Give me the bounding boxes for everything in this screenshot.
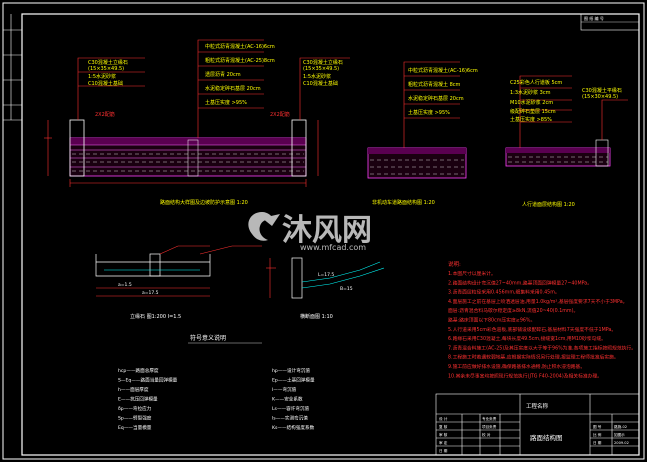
note-line: 路基:路床顶面以下80cm压实度≥96%。 bbox=[448, 317, 535, 324]
right-pavement-section: C25彩色人行道板 5cm 1:3水泥砂浆 3cm M10水泥砂浆 2cm 级配… bbox=[505, 75, 628, 208]
sign-8: 校 对 bbox=[482, 432, 491, 437]
note-line: 2.路面结构设计弯沉值27~40mm,路基顶面回弹模量27~40MPa。 bbox=[448, 279, 592, 286]
mid-layer-1: 中粒式沥青混凝土(AC-16)6cm bbox=[408, 67, 478, 74]
main-layer-4: 水泥稳定碎石基层 20cm bbox=[205, 85, 261, 92]
note-line: 3.沥青面层粒径采用0.456mm,细集料采用0.45m。 bbox=[448, 289, 560, 296]
middle-pavement-section: 中粒式沥青混凝土(AC-16)6cm 粗粒式沥青混凝土 8cm 水泥稳定碎石基层… bbox=[367, 61, 478, 206]
legend-item: Sp——劈裂强度 bbox=[118, 415, 152, 422]
legend-item: Ls——容许弯沉值 bbox=[272, 405, 310, 412]
legend-item: ls——实测弯沉值 bbox=[272, 415, 308, 422]
note-line: 7.沥青混合料施工(AC-25)及其压实度以大于等于96%为准,各项施工指标按照… bbox=[448, 344, 636, 351]
left-curb-note-1: C30混凝土立缘石 bbox=[88, 59, 128, 66]
meta-left-2: 比 例 bbox=[593, 432, 602, 437]
sign-1: 设 计 bbox=[439, 416, 448, 421]
top-code-label: 图 纸 编 号 bbox=[584, 15, 604, 21]
note-line: 面层:沥青混合料马歇尔稳定度≥8kN,流值20~40(0.1mm)。 bbox=[448, 307, 578, 314]
note-line: 6.路缘石采用C30混凝土,每块长度49.5cm,接缝宽1cm,用M10砂浆勾缝… bbox=[448, 335, 606, 342]
note-line: 10.其余未尽事宜均按照现行规范执行(JTG F40-2004)及相关标准办理。 bbox=[448, 372, 602, 379]
legend-item: l——弯沉值 bbox=[272, 386, 297, 393]
right-section-title: 人行道面层结构图 1:20 bbox=[522, 201, 575, 208]
legend-item: δp——弯拉应力 bbox=[118, 405, 152, 412]
mid-layer-4: 土基压实度 >95% bbox=[408, 109, 450, 116]
legend-left: hcp——路面总厚度 S—Eq——路面当量回弹模量 h——面层厚度 E——抗压回弹模量… bbox=[118, 367, 178, 431]
middle-section-title: 非机动车道路面结构图 1:20 bbox=[372, 199, 435, 206]
mid-layer-2: 粗粒式沥青混凝土 8cm bbox=[408, 81, 461, 88]
mid-curb-note-2: (15×35×49.5) bbox=[303, 66, 339, 72]
sign-3: 审 核 bbox=[439, 432, 448, 437]
legend-title: 符号意义说明 bbox=[190, 334, 226, 342]
note-line: 4.面层施工之前在基层上喷洒透层油,用量1.0kg/m²,基层强度要求7天不小于… bbox=[448, 298, 627, 305]
legend-item: S—Eq——路面当量回弹模量 bbox=[118, 377, 178, 384]
sign-7: 项目负责 bbox=[482, 424, 497, 429]
binding-strip bbox=[3, 14, 22, 121]
note-line: 8.工程施工时若遇软弱地基,应根据实际情况另行处理,报监理工程师批准后实施。 bbox=[448, 354, 619, 361]
legend-item: h——面层厚度 bbox=[118, 386, 149, 393]
left-curb-note-2: (15×35×49.5) bbox=[88, 66, 124, 72]
main-layer-3: 透层沥青 20cm bbox=[205, 71, 241, 78]
sign-6: 专业负责 bbox=[482, 416, 497, 421]
meta-left-3: 日 期 bbox=[593, 440, 602, 445]
drawing-name: 路面结构图 bbox=[530, 433, 563, 442]
watermark-url: www.mfcad.com bbox=[300, 243, 366, 252]
watermark-cn: 沐风网 bbox=[282, 213, 372, 248]
drain-title: 横断面图 1:10 bbox=[300, 313, 333, 320]
sign-5: 日 期 bbox=[439, 448, 448, 453]
top-right-code-box: 图 纸 编 号 bbox=[580, 13, 640, 31]
note-line: 5.人行道采用5cm彩色道板,底部铺设级配碎石,基层材料7天强度不低于1MPa。 bbox=[448, 326, 616, 333]
project-label: 工程名称 bbox=[526, 402, 549, 410]
watermark: 沐风网 www.mfcad.com bbox=[248, 212, 372, 252]
note-line: 9.施工前应做好排水设施,确保路基排水通畅,防止积水浸泡路基。 bbox=[448, 363, 585, 370]
legend-item: hp——设计弯沉值 bbox=[272, 367, 310, 374]
sign-2: 复 核 bbox=[439, 424, 448, 429]
note-line: 1.本图尺寸以厘米计。 bbox=[448, 270, 496, 277]
mid-curb-note-3: 1:5水泥砂浆 bbox=[303, 73, 331, 80]
right-layer-3: M10水泥砂浆 2cm bbox=[510, 99, 553, 106]
right-layer-1: C25彩色人行道板 5cm bbox=[510, 79, 562, 86]
legend-item: Eq——当量模量 bbox=[118, 424, 152, 431]
right-layer-5: 土基压实度 >85% bbox=[510, 116, 552, 123]
curb-detail: a=1.5 a=17.5 立缘石 图1:200 I=1.5 bbox=[95, 245, 262, 320]
main-layer-1: 中粒式沥青混凝土(AC-16)6cm bbox=[205, 43, 275, 50]
notes-heading: 说明: bbox=[448, 260, 461, 268]
sign-4: 审 定 bbox=[439, 440, 448, 445]
right-curb-note-2: (15×30×49.5) bbox=[582, 94, 618, 100]
right-layer-2: 1:3水泥砂浆 3cm bbox=[510, 89, 551, 96]
drain-dim-2: B=15 bbox=[340, 286, 353, 292]
left-curb-note-3: 1:5水泥砂浆 bbox=[88, 73, 116, 80]
curb-dim-1: a=1.5 bbox=[118, 282, 132, 288]
left-curb-note-4: C10混凝土基础 bbox=[88, 80, 123, 87]
curb-title: 立缘石 图1:200 I=1.5 bbox=[130, 313, 181, 320]
drain-dim-1: L=17.5 bbox=[318, 272, 334, 278]
drain-section: L=17.5 B=15 横断面图 1:10 bbox=[266, 257, 385, 320]
dim-right: 2X2配筋 bbox=[270, 111, 290, 118]
main-pavement-section: 2X2配筋 2X2配筋 C30混凝土立缘石 (15×35×49.5) 1:5水泥… bbox=[44, 39, 350, 206]
legend-item: hcp——路面总厚度 bbox=[118, 367, 159, 374]
meta-right-3: 2009.02 bbox=[614, 441, 629, 445]
legend-item: Ep——土基回弹模量 bbox=[272, 377, 315, 384]
main-layer-2: 粗粒式沥青混凝土(AC-25)8cm bbox=[205, 57, 275, 64]
legend-item: Ks——结构强度系数 bbox=[272, 424, 315, 431]
mid-curb-note-1: C30混凝土立缘石 bbox=[303, 59, 343, 66]
inner-frame bbox=[21, 13, 640, 456]
meta-right-1: 路施-02 bbox=[614, 424, 627, 429]
curb-dim-2: a=17.5 bbox=[142, 290, 159, 296]
dim-left: 2X2配筋 bbox=[95, 111, 115, 118]
mid-layer-3: 水泥稳定碎石基层 20cm bbox=[408, 95, 464, 102]
main-section-title: 路面结构大样图及边坡防护示意图 1:20 bbox=[160, 199, 248, 206]
legend-right: hp——设计弯沉值 Ep——土基回弹模量 l——弯沉值 K——安全系数 Ls——容许弯沉… bbox=[272, 367, 315, 431]
legend-item: K——安全系数 bbox=[272, 396, 303, 403]
right-layer-4: 级配碎石垫层 15cm bbox=[510, 108, 556, 115]
meta-right-2: 如图示 bbox=[614, 432, 625, 437]
meta-left-1: 图 号 bbox=[593, 424, 602, 429]
mid-curb-note-4: C10混凝土基础 bbox=[303, 80, 338, 87]
title-block: 工程名称 路面结构图 设 计 复 核 审 核 审 定 日 期 专业负责 项目负责… bbox=[435, 393, 640, 456]
design-notes: 说明: 1.本图尺寸以厘米计。 2.路面结构设计弯沉值27~40mm,路基顶面回弹… bbox=[448, 260, 636, 379]
legend-item: E——抗压回弹模量 bbox=[118, 396, 158, 403]
main-layer-5: 土基压实度 >95% bbox=[205, 99, 247, 106]
right-curb-note-1: C30混凝土平缘石 bbox=[582, 87, 622, 94]
